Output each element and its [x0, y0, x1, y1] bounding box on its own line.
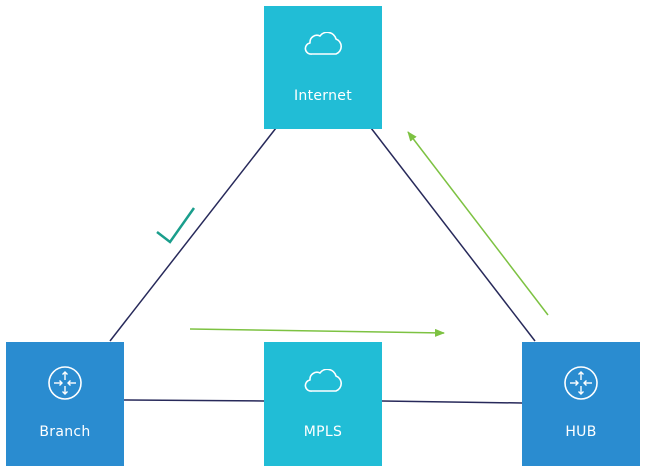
- flow-arrow-branch-to-hub: [189, 328, 445, 337]
- cloud-icon: [264, 32, 382, 56]
- node-branch[interactable]: Branch: [6, 342, 124, 466]
- router-icon: [6, 364, 124, 402]
- node-label: Branch: [39, 424, 91, 440]
- node-label: Internet: [294, 88, 352, 104]
- node-internet[interactable]: Internet: [264, 6, 382, 129]
- node-mpls[interactable]: MPLS: [264, 342, 382, 466]
- node-label: HUB: [565, 424, 597, 440]
- router-icon: [522, 364, 640, 402]
- node-hub[interactable]: HUB: [522, 342, 640, 466]
- link-branch-mpls: [123, 399, 265, 402]
- link-branch-internet: [109, 127, 277, 342]
- link-hub-internet: [370, 127, 536, 342]
- checkmark-icon: [156, 207, 196, 244]
- link-mpls-hub: [381, 400, 523, 404]
- cloud-icon: [264, 369, 382, 393]
- node-label: MPLS: [303, 424, 343, 440]
- flow-arrow-hub-to-internet: [407, 131, 549, 316]
